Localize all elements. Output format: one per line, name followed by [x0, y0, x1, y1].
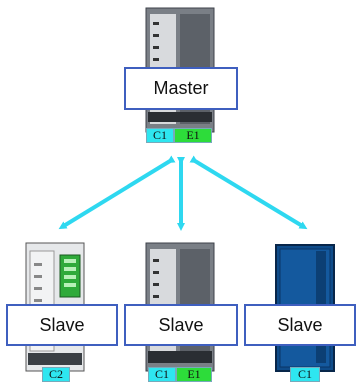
master-port-c1: C1	[146, 128, 174, 143]
arrow-master-slave-3	[189, 155, 308, 230]
arrow-master-slave-1	[58, 155, 176, 230]
slave-2-port-c1: C1	[148, 367, 176, 382]
slave-label-2: Slave	[124, 304, 238, 346]
slave-1-port-c2: C2	[42, 367, 70, 382]
master-label: Master	[124, 67, 238, 110]
slave-2-port-e1: E1	[176, 367, 212, 382]
slave-label-1: Slave	[6, 304, 118, 346]
master-port-e1: E1	[174, 128, 212, 143]
slave-label-3: Slave	[244, 304, 356, 346]
slave-3-port-c1: C1	[290, 367, 320, 382]
